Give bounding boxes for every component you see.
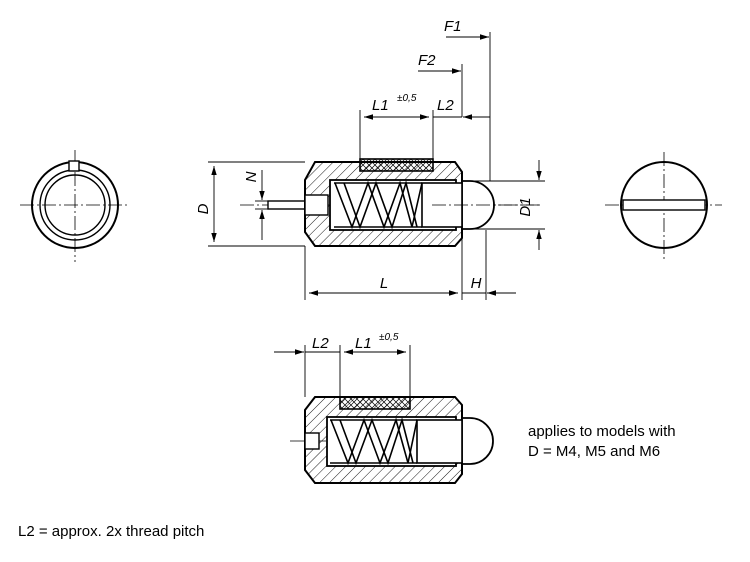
label-h: H: [471, 275, 482, 292]
label-l2-top: L2: [437, 97, 454, 114]
l2-footnote: L2 = approx. 2x thread pitch: [18, 523, 205, 540]
label-n: N: [243, 171, 260, 182]
main-section-view: [240, 158, 540, 247]
label-d1: D1: [517, 197, 534, 216]
label-l2-lower: L2: [312, 335, 329, 352]
left-end-view: [20, 150, 130, 262]
main-dimensions: [208, 32, 545, 300]
lower-section-view: [290, 396, 494, 484]
label-l1-top: L1: [372, 97, 389, 114]
label-f1: F1: [444, 18, 462, 35]
right-end-view: [605, 152, 722, 260]
applies-note-line1: applies to models with: [528, 423, 676, 440]
label-l1-lower: L1: [355, 335, 372, 352]
label-l: L: [380, 275, 388, 292]
applies-note-line2: D = M4, M5 and M6: [528, 443, 661, 460]
label-tolerance-top: ±0,5: [397, 93, 417, 104]
label-d: D: [195, 203, 212, 214]
label-f2: F2: [418, 52, 436, 69]
label-tolerance-lower: ±0,5: [379, 332, 399, 343]
lower-dimensions: [274, 345, 411, 397]
